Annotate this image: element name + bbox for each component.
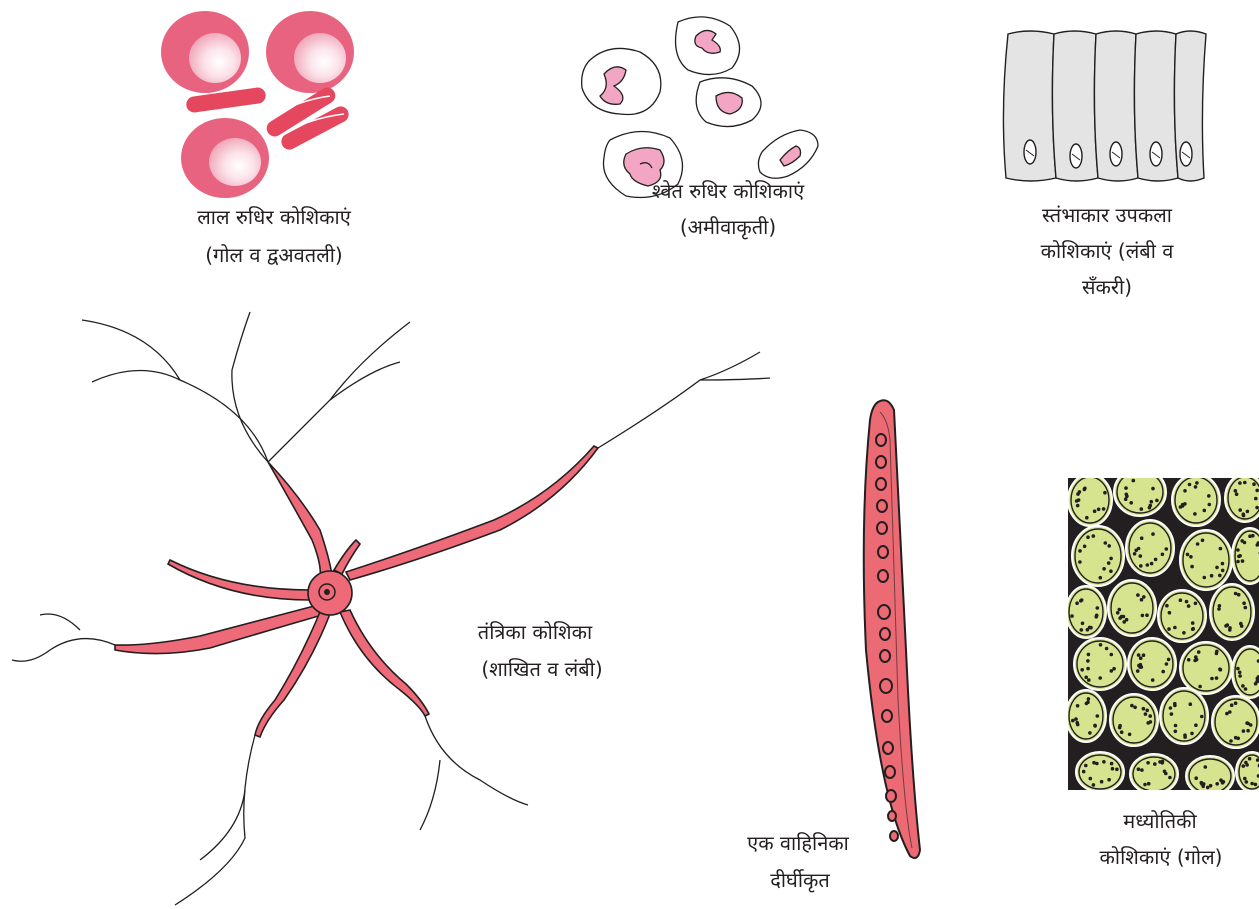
parenchyma-cell <box>1066 690 1106 742</box>
wbc-caption-line: (अमीवाकृती) <box>680 215 776 240</box>
red-blood-cells-illustration <box>161 11 354 198</box>
white-blood-cells-illustration <box>582 17 818 198</box>
wbc-cell <box>696 78 761 127</box>
rbc-disc <box>161 11 249 93</box>
nerve-caption-line: (शाखित व लंबी) <box>481 657 602 681</box>
parenchyma-cell <box>1072 526 1124 586</box>
parenchyma-caption-line: मध्योतिकी <box>1123 809 1197 833</box>
rbc-disc <box>266 11 354 93</box>
columnar-cell <box>1174 31 1206 181</box>
parenchyma-cell <box>1186 756 1234 796</box>
columnar-epithelium-illustration <box>1003 31 1206 181</box>
wbc-caption-line: श्वेत रुधिर कोशिकाएं <box>652 179 805 203</box>
parenchyma-caption-line: कोशिकाएं (गोल) <box>1100 845 1223 869</box>
rbc-disc <box>181 118 269 198</box>
vessel-caption: एक वाहिनिका दीर्घीकृत <box>747 831 850 893</box>
parenchyma-illustration <box>1066 468 1259 796</box>
parenchyma-cell <box>1108 580 1156 636</box>
rbc-caption-line: लाल रुधिर कोशिकाएं <box>197 205 351 229</box>
parenchyma-cell <box>1232 528 1259 584</box>
columnar-caption-line: कोशिकाएं (लंबी व <box>1041 239 1175 263</box>
nerve-cell-illustration <box>12 312 770 905</box>
parenchyma-cell <box>1128 638 1176 690</box>
nerve-caption-line: तंत्रिका कोशिका <box>478 620 593 644</box>
parenchyma-cell <box>1180 642 1232 694</box>
parenchyma-cell <box>1068 474 1112 526</box>
vessel-caption-line: एक वाहिनिका <box>747 831 850 855</box>
rbc-caption-line: (गोल व द्वअवतली) <box>205 243 342 267</box>
parenchyma-cell <box>1130 754 1178 794</box>
rbc-caption: लाल रुधिर कोशिकाएं (गोल व द्वअवतली) <box>197 205 351 267</box>
parenchyma-cell <box>1110 694 1158 746</box>
parenchyma-caption: मध्योतिकी कोशिकाएं (गोल) <box>1100 809 1223 869</box>
columnar-cell <box>1003 31 1056 181</box>
wbc-cell <box>758 130 818 178</box>
vessel-caption-line: दीर्घीकृत <box>770 868 830 893</box>
parenchyma-cell <box>1158 590 1206 642</box>
parenchyma-cell <box>1180 530 1232 590</box>
wbc-cell <box>582 48 661 114</box>
columnar-caption: स्तंभाकार उपकला कोशिकाएं (लंबी व सँकरी) <box>1041 203 1175 299</box>
wbc-cell <box>676 17 740 75</box>
columnar-caption-line: सँकरी) <box>1082 275 1132 299</box>
columnar-cell <box>1052 31 1098 181</box>
wbc-caption: श्वेत रुधिर कोशिकाएं (अमीवाकृती) <box>652 179 805 240</box>
columnar-cell <box>1134 31 1178 181</box>
nerve-caption: तंत्रिका कोशिका (शाखित व लंबी) <box>478 620 603 681</box>
columnar-caption-line: स्तंभाकार उपकला <box>1042 203 1173 227</box>
parenchyma-cell <box>1210 584 1254 640</box>
columnar-cell <box>1094 31 1138 181</box>
vessel-cell-illustration <box>864 400 920 858</box>
